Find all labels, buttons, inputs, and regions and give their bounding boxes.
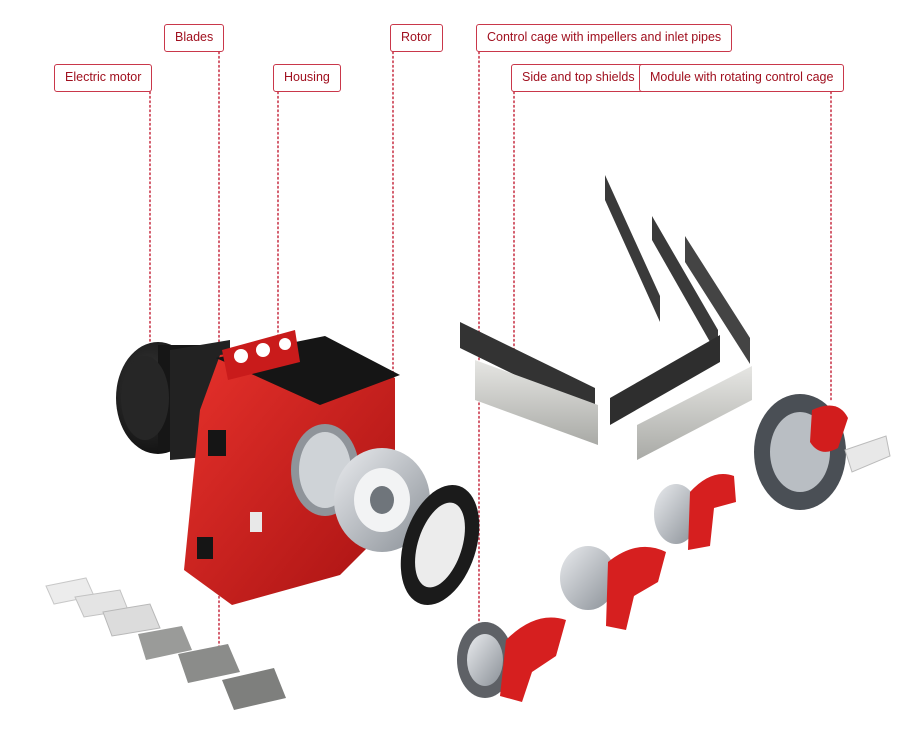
callout-module-rotating-cage: Module with rotating control cage <box>639 64 845 92</box>
callout-housing: Housing <box>273 64 341 92</box>
control-cage-4 <box>654 474 736 550</box>
callout-side-top-shields: Side and top shields <box>511 64 646 92</box>
rotor <box>334 448 430 552</box>
callout-blades: Blades <box>164 24 225 52</box>
end-plate <box>400 484 480 606</box>
callout-electric-motor: Electric motor <box>54 64 153 92</box>
control-cage-1 <box>457 617 566 702</box>
side-top-shields <box>460 175 752 460</box>
housing <box>184 330 400 605</box>
control-cage-3 <box>560 546 666 630</box>
blades <box>45 577 286 710</box>
callout-control-cage: Control cage with impellers and inlet pi… <box>476 24 733 52</box>
callout-rotor: Rotor <box>390 24 443 52</box>
module-rotating-cage <box>754 394 891 510</box>
